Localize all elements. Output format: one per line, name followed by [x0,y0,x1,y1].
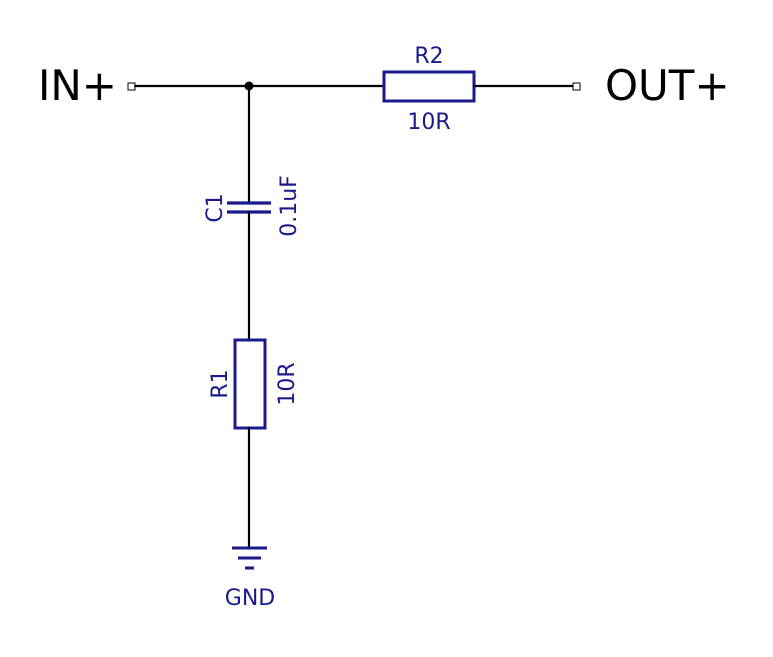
resistor-r2-ref: R2 [414,44,443,69]
resistor-r2[interactable]: R2 10R [382,44,476,135]
output-port-label: OUT+ [605,61,730,110]
ground-symbol[interactable]: GND [225,546,275,611]
resistor-r1-body [233,338,267,430]
resistor-r1-ref: R1 [208,369,233,398]
output-pad[interactable] [572,82,581,91]
ground-label: GND [225,586,275,611]
input-port-label: IN+ [38,61,117,110]
resistor-r1-value: 10R [275,362,300,405]
input-pad[interactable] [127,82,136,91]
capacitor-c1[interactable]: C1 0.1uF [203,175,302,237]
resistor-r2-value: 10R [407,110,450,135]
capacitor-c1-value: 0.1uF [277,175,302,237]
resistor-r1[interactable]: R1 10R [208,338,300,430]
capacitor-c1-ref: C1 [203,193,228,222]
resistor-r2-body [382,70,476,103]
